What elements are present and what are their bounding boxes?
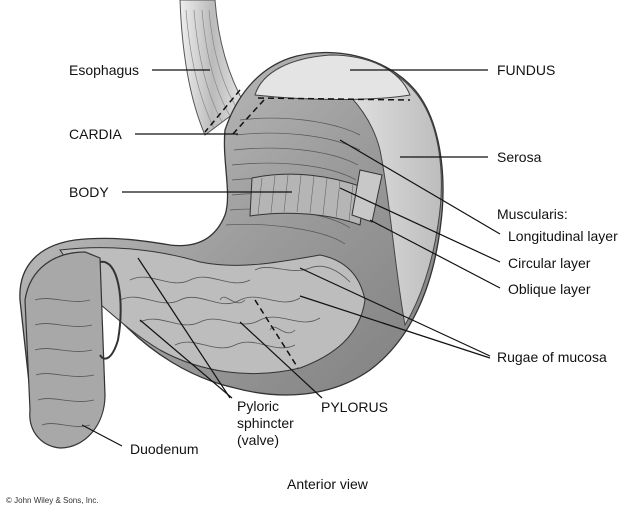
- label-serosa: Serosa: [497, 149, 541, 165]
- fundus-dome: [255, 55, 410, 100]
- label-pylorus: PYLORUS: [321, 399, 388, 415]
- label-body: BODY: [69, 184, 109, 200]
- label-rugae-of-mucosa: Rugae of mucosa: [497, 349, 607, 365]
- label-circular-layer: Circular layer: [508, 255, 590, 271]
- mucosa-interior: [60, 248, 365, 374]
- label-muscularis: Muscularis:: [497, 206, 568, 222]
- label-pyloric-line-2: sphincter: [237, 415, 294, 432]
- label-longitudinal-layer: Longitudinal layer: [508, 228, 618, 244]
- label-pyloric-sphincter: Pyloric sphincter (valve): [237, 398, 294, 449]
- label-pyloric-line-1: Pyloric: [237, 398, 294, 415]
- copyright-notice: © John Wiley & Sons, Inc.: [6, 493, 99, 509]
- caption-anterior-view: Anterior view: [287, 476, 368, 492]
- label-fundus: FUNDUS: [497, 62, 555, 78]
- label-pyloric-line-3: (valve): [237, 432, 294, 449]
- label-duodenum: Duodenum: [130, 441, 199, 457]
- label-esophagus: Esophagus: [69, 62, 139, 78]
- label-cardia: CARDIA: [69, 126, 122, 142]
- duodenum-tube: [25, 252, 105, 448]
- label-oblique-layer: Oblique layer: [508, 281, 591, 297]
